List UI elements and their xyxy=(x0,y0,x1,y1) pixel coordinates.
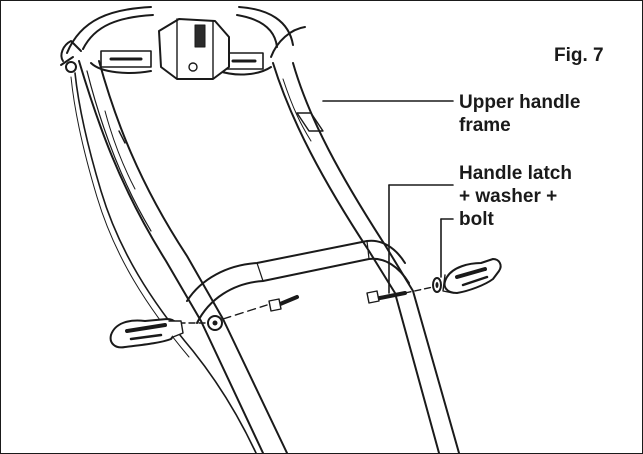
left-grip-end xyxy=(60,40,82,73)
right-bolt-assembly xyxy=(366,286,434,304)
callout-lines xyxy=(322,100,454,294)
handle-latch-label: Handle latch + washer + bolt xyxy=(459,162,572,231)
upper-handle-label-line-1: Upper handle xyxy=(459,92,581,113)
left-handle-latch xyxy=(109,318,184,349)
latch-label-line-1: Handle latch xyxy=(459,163,572,184)
control-box xyxy=(158,18,230,80)
left-bolt-assembly xyxy=(178,295,299,331)
cross-bar xyxy=(186,239,410,324)
right-handle-tube xyxy=(272,62,460,453)
latch-label-line-2: + washer + xyxy=(459,186,558,207)
cable xyxy=(70,72,257,453)
figure-label: Fig. 7 xyxy=(554,45,604,66)
latch-label-line-3: bolt xyxy=(459,209,494,230)
right-handle-latch xyxy=(442,258,502,294)
left-handle-tube xyxy=(78,60,288,453)
washer xyxy=(432,277,442,293)
upper-handle-frame-label: Upper handle frame xyxy=(459,91,580,137)
upper-handle-label-line-2: frame xyxy=(459,115,511,136)
